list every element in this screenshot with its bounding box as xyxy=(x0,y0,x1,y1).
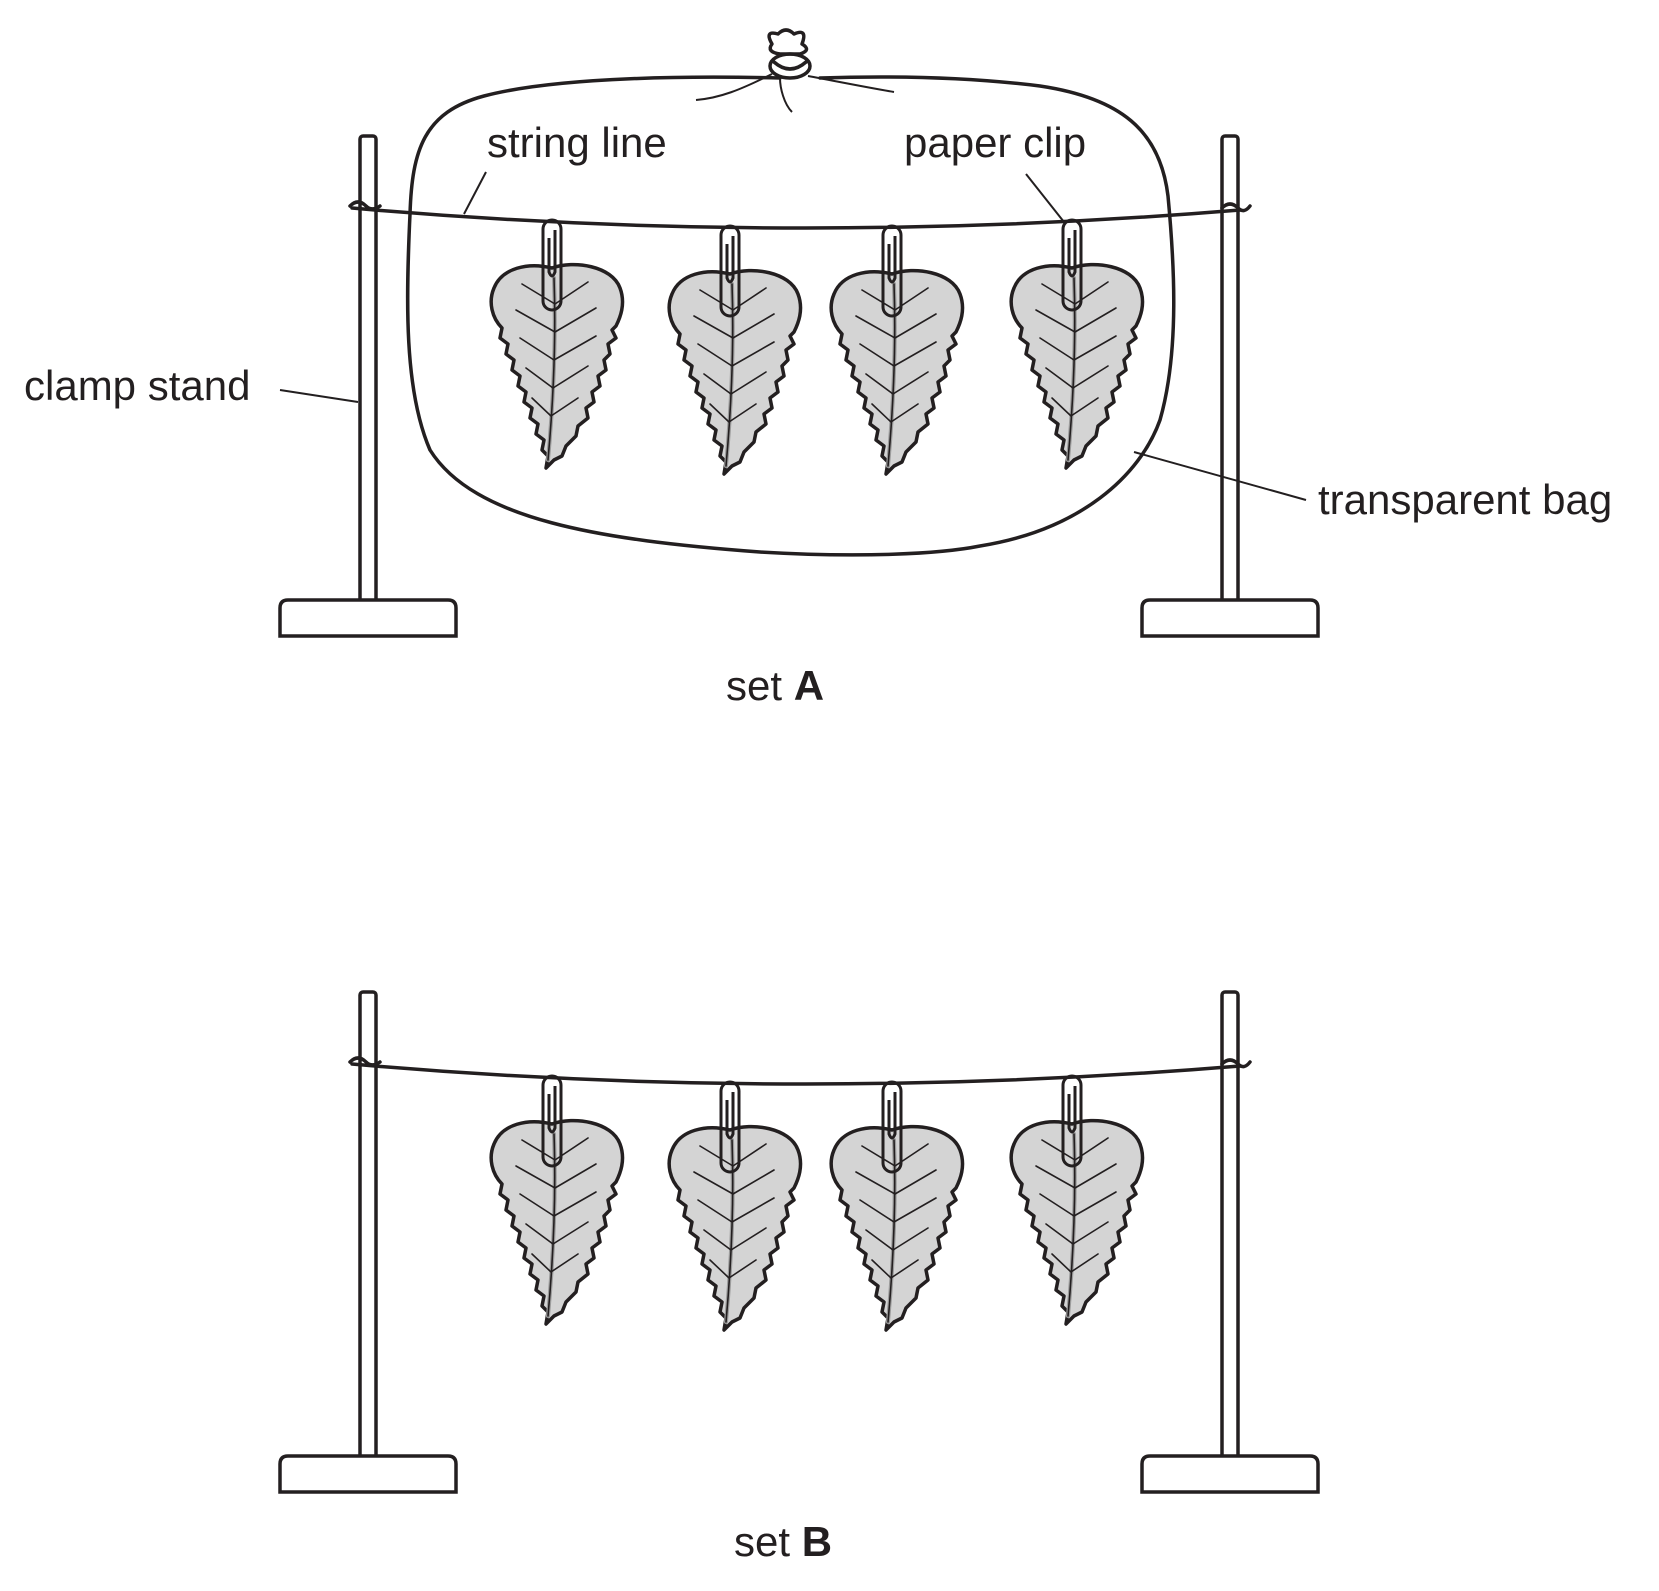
bag-tie xyxy=(695,28,895,113)
leaf-b-1 xyxy=(489,1118,625,1326)
string-line-b xyxy=(350,1062,1242,1086)
leaf-b-3 xyxy=(829,1124,965,1332)
leader-paper-clip xyxy=(1025,173,1065,223)
string-knot-right-b xyxy=(1220,1058,1252,1069)
string-knot-left-a xyxy=(348,200,382,211)
caption-set-b: set B xyxy=(734,1518,832,1565)
leaf-b-4 xyxy=(1009,1118,1145,1326)
label-clamp-stand: clamp stand xyxy=(24,362,250,409)
transparent-bag xyxy=(405,75,1176,557)
leader-transparent-bag xyxy=(1133,451,1307,501)
string-knot-left-b xyxy=(348,1056,382,1067)
label-string-line: string line xyxy=(487,119,667,166)
string-knot-right-a xyxy=(1220,202,1252,213)
set-b: set B xyxy=(278,990,1320,1565)
leaf-a-4 xyxy=(1009,262,1145,470)
caption-set-a: set A xyxy=(726,662,824,709)
leaf-a-2 xyxy=(667,268,803,476)
label-paper-clip: paper clip xyxy=(904,119,1086,166)
string-line-a xyxy=(350,206,1242,230)
leaf-a-3 xyxy=(829,268,965,476)
leader-string-line xyxy=(463,171,487,215)
set-a: string line paper clip clamp stand trans… xyxy=(24,28,1612,709)
leaf-a-1 xyxy=(489,262,625,470)
leaf-b-2 xyxy=(667,1124,803,1332)
label-transparent-bag: transparent bag xyxy=(1318,476,1612,523)
leader-clamp-stand xyxy=(279,389,359,403)
